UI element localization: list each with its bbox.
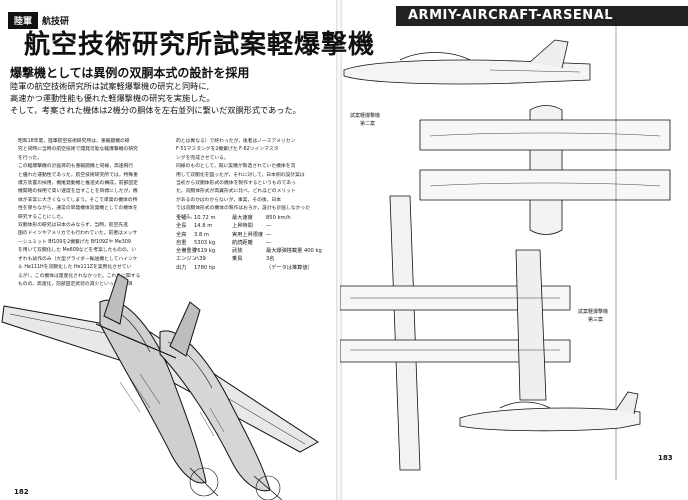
article-subtitle: 爆撃機としては異例の双胴本式の設計を採用 bbox=[10, 66, 250, 80]
body-line: を用いて双胴化した Me609などを考案したものの，い bbox=[18, 248, 137, 254]
body-line: ル He111Hを双胴化した He111Zを実用化させてい bbox=[18, 265, 132, 271]
body-line: ものの，高速化，前部固定武装の減少といった設計目 bbox=[18, 281, 133, 287]
lead-line: そして，考案された機体は2機分の胴体を左右並列に繋いだ双胴形式であった。 bbox=[10, 105, 301, 115]
left-page: 陸軍 航技研 航空技術研究所試案軽爆撃機 爆撃機としては異例の双胴本式の設計を採… bbox=[0, 0, 374, 500]
spec-key: エンジン bbox=[176, 256, 197, 263]
body-column-2: 的とは異なる）で終わったが，後者はノースアメリカン F-51マスタングを2機繋げ… bbox=[176, 138, 310, 222]
body-line: るが），この機体は量産化されなかった。これらに関する bbox=[18, 273, 141, 279]
body-line: 爆方装置の採用，機尾発動機と推進式の構成，前部固定 bbox=[18, 181, 138, 187]
spec-row: エンジンハ39 乗員 3名 bbox=[176, 255, 322, 263]
spec-table: 全幅 10.72 m 最大速度 850 km/h 全長 14.8 m 上昇時間 ― 全高 3.… bbox=[176, 214, 322, 272]
spec-row: 全幅 10.72 m 最大速度 850 km/h bbox=[176, 214, 322, 222]
spec-row: 出力 1780 hp （データは推算値） bbox=[176, 264, 322, 272]
caption-line: 第二案 bbox=[360, 121, 376, 127]
caption-plan2: 試案軽爆撃機 第二案 bbox=[350, 112, 380, 128]
section-header-title: ARMIY-AIRCRAFT-ARSENAL bbox=[408, 8, 614, 23]
body-line: ずれも試作のみ（大型グライダー輸送機としてハインケ bbox=[18, 256, 138, 262]
body-column-1: 昭和18年夏，陸軍航空技術研究所は，重戦闘機の研 究と同時に当時の航空技術で開発… bbox=[18, 138, 140, 289]
body-line: 双胴体形の研究は日本のみならず，当時，航空先進 bbox=[18, 223, 128, 229]
spec-value: ― bbox=[266, 231, 272, 238]
plan2-side-view bbox=[343, 39, 591, 85]
spec-key: 全長 bbox=[176, 223, 187, 230]
body-line: 体が非常に大きくなってしまう。そこで単発の機体の特 bbox=[18, 197, 138, 203]
plan3-top-view bbox=[340, 195, 571, 471]
body-line: た。双胴体形式が高翼形式に比べ，どれほどのメリット bbox=[176, 189, 296, 195]
page-number-left: 182 bbox=[14, 488, 29, 496]
spec-row: 自重 5303 kg 航続距離 ― bbox=[176, 239, 322, 247]
spec-value: 5303 kg bbox=[194, 239, 216, 246]
caption-plan3: 試案軽爆撃機 第三案 bbox=[578, 308, 608, 324]
plan2-top-view bbox=[419, 13, 671, 480]
spec-value: （データは推算値） bbox=[266, 264, 313, 271]
spec-key: 全幅 bbox=[176, 215, 187, 221]
lead-paragraph: 陸軍の航空技術研究所は試案軽爆撃機の研究と同時に, 高速かつ運動性能も優れた軽爆… bbox=[10, 80, 310, 116]
caption-line: 試案軽爆撃機 bbox=[578, 309, 609, 315]
section-header-band bbox=[396, 6, 688, 26]
caption-line: 第三案 bbox=[588, 317, 604, 323]
body-line: ーシュミット Bf109を2機繋げた Bf109Zや Me309 bbox=[18, 239, 131, 245]
lead-line: 高速かつ運動性能も優れた軽爆撃機の研究を実施した。 bbox=[10, 93, 215, 103]
aircraft-illustration bbox=[1, 273, 319, 500]
body-line: と優れた運動性であった。航空技術研究所では，特殊重 bbox=[18, 172, 138, 178]
plan3-side-view bbox=[459, 391, 641, 432]
spec-value: 7619 kg bbox=[194, 248, 216, 255]
spec-key: 航続距離 bbox=[232, 239, 253, 246]
spec-value: 3名 bbox=[266, 256, 275, 263]
page-number-right: 183 bbox=[658, 454, 673, 462]
tag-army: 陸軍 bbox=[8, 12, 39, 29]
body-line: 性を保ちながら，通常の単発機体双発機としての機体を bbox=[18, 206, 138, 212]
body-line: F-51マスタングを2機繋げた F-82ツインマスタ bbox=[176, 147, 279, 153]
body-line: 同様のものとして，既に実機が製造されていた機体を流 bbox=[176, 164, 296, 170]
body-line: この軽爆撃機の計画目的も重戦闘機と同様，高速飛行 bbox=[18, 164, 134, 170]
body-line: 的とは異なる）で終わったが，後者はノースアメリカン bbox=[176, 139, 296, 144]
body-line: 当初から双胴体形式の機体を製作するというものであっ bbox=[176, 181, 296, 187]
book-gutter bbox=[336, 0, 342, 500]
spec-key: 上昇時間 bbox=[232, 223, 253, 230]
spec-key: 全備重量 bbox=[176, 248, 197, 255]
body-line: 究と同時に当時の航空技術で開発可能な軽爆撃機の研究 bbox=[18, 147, 138, 153]
spec-value: 10.72 m bbox=[194, 215, 216, 221]
spec-value: ― bbox=[266, 239, 272, 246]
spec-key: 武装 bbox=[232, 248, 243, 255]
spec-value: 3.8 m bbox=[194, 231, 209, 238]
spec-value: 1780 hp bbox=[194, 264, 216, 271]
body-line: 国のドイツやアメリカでも行われていた。前者はメッサ bbox=[18, 231, 138, 237]
spec-key: 最大速度 bbox=[232, 215, 253, 221]
spec-key: 全高 bbox=[176, 231, 187, 238]
spec-row: 全長 14.8 m 上昇時間 ― bbox=[176, 222, 322, 230]
spec-row: 全高 3.8 m 実用上昇限度― bbox=[176, 231, 322, 239]
tag-institute: 航技研 bbox=[42, 17, 70, 27]
category-tag: 陸軍 航技研 bbox=[8, 12, 69, 29]
spec-key: 出力 bbox=[176, 264, 187, 271]
body-line: 研究することにした。 bbox=[18, 214, 66, 220]
spec-value: 850 km/h bbox=[266, 215, 291, 221]
body-line: 機関砲の採用で高い速度を出すことを目標にしたが，機 bbox=[18, 189, 138, 195]
spec-value: 14.8 m bbox=[194, 223, 213, 230]
body-line: 用して双胴化を図ったが，それに対して，日本側の設計案は bbox=[176, 172, 305, 178]
spec-key: 自重 bbox=[176, 239, 187, 246]
body-line: 昭和18年夏，陸軍航空技術研究所は，重戦闘機の研 bbox=[18, 139, 130, 144]
body-line: があるのかはわからないが，事実，その後，日本 bbox=[176, 197, 282, 203]
spec-value: ハ39 bbox=[194, 256, 206, 263]
spec-value: 最大爆弾搭載量 400 kg bbox=[266, 248, 322, 255]
body-line: では双胴体形式の機体の製作はおろか，設計も計画しなかった bbox=[176, 206, 311, 212]
body-line: ングを完成させている。 bbox=[176, 155, 229, 161]
three-view-drawings bbox=[340, 13, 671, 480]
body-line: ている。 bbox=[176, 214, 196, 220]
body-line: を行った。 bbox=[18, 155, 42, 161]
article-title: 航空技術研究所試案軽爆撃機 bbox=[24, 30, 376, 60]
right-page: ARMIY-AIRCRAFT-ARSENAL bbox=[340, 0, 688, 500]
spec-value: ― bbox=[266, 223, 272, 230]
lead-line: 陸軍の航空技術研究所は試案軽爆撃機の研究と同時に, bbox=[10, 81, 210, 91]
caption-line: 試案軽爆撃機 bbox=[350, 113, 381, 119]
spec-key: 実用上昇限度 bbox=[232, 231, 264, 238]
spec-key: 乗員 bbox=[232, 256, 243, 263]
